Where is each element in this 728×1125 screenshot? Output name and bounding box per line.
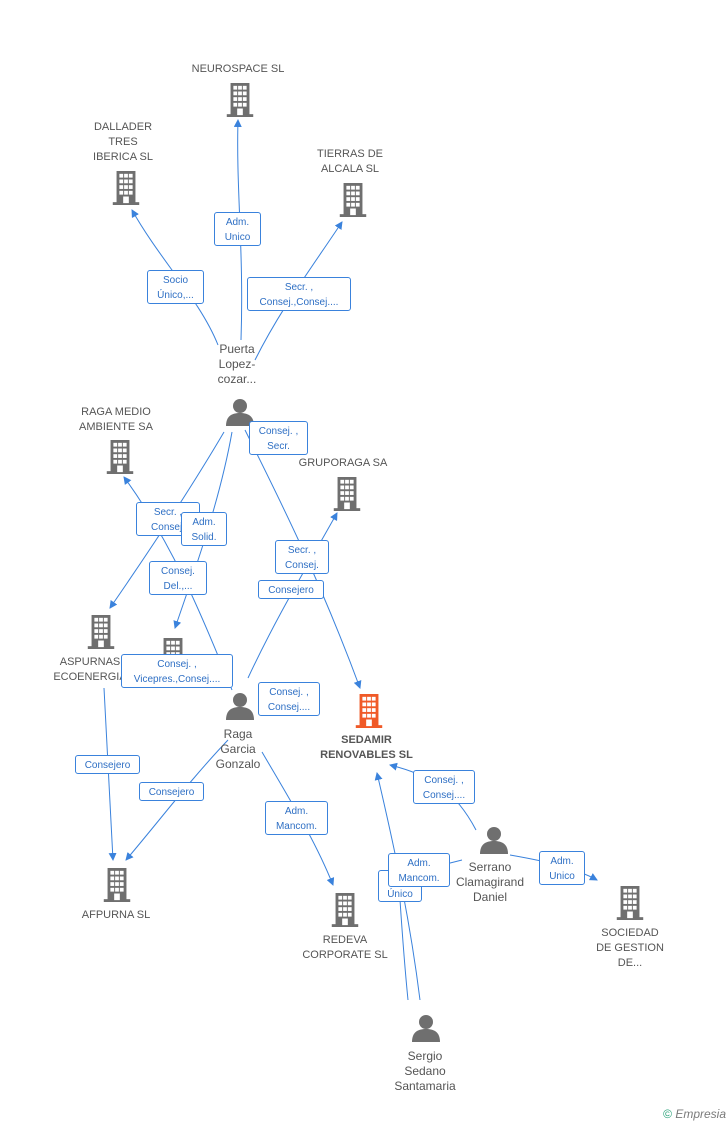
person-icon [412,1015,440,1042]
edge-sergio-unico [399,899,409,1001]
brand-name: Empresia [675,1107,726,1121]
person-serrano[interactable]: Serrano Clamagirand Daniel [455,860,525,904]
edge-label-consej-consej[interactable]: Consej. , Consej.... [413,770,475,804]
node-gruporaga[interactable]: GRUPORAGA SA [298,457,388,469]
edge-label-consejero[interactable]: Consejero [139,782,204,801]
edge-aspurnas-afpurna [103,687,117,861]
node-aspurnas[interactable]: ASPURNAS ECOENERGIA [53,656,127,683]
node-neurospace[interactable]: NEUROSPACE SL [191,63,285,75]
node-tierras[interactable]: TIERRAS DE ALCALA SL [316,148,383,175]
edge-label-consejero[interactable]: Consejero [75,755,140,774]
edge-label-secr-consej[interactable]: Secr. , Consej. [275,540,329,574]
edge-label-adm-unico[interactable]: Adm. Unico [214,212,261,246]
edge-label-adm-mancom[interactable]: Adm. Mancom. [388,853,450,887]
edge-label-consej-vicepres[interactable]: Consej. , Vicepres.,Consej.... [121,654,233,688]
node-sociedad[interactable]: SOCIEDAD DE GESTION DE... [596,927,664,969]
node-dallader[interactable]: DALLADER TRES IBERICA SL [93,121,153,163]
building-icon [339,183,367,217]
building-icon [103,868,131,902]
building-icon [616,886,644,920]
building-icon [112,171,140,205]
node-sedamir[interactable]: SEDAMIR RENOVABLES SL [320,734,413,761]
building-icon [226,83,254,117]
node-raga-medio[interactable]: RAGA MEDIO AMBIENTE SA [79,406,153,433]
person-puerta[interactable]: Puerta Lopez- cozar... [217,342,257,386]
edge-label-socio-unico[interactable]: Socio Único,... [147,270,204,304]
person-icon [480,827,508,854]
edge-label-adm-unico[interactable]: Adm. Unico [539,851,585,885]
building-icon [331,893,359,927]
edge-label-adm-solid[interactable]: Adm. Solid. [181,512,227,546]
person-sergio[interactable]: Sergio Sedano Santamaria [394,1049,456,1093]
building-icon [355,694,383,728]
building-icon [333,477,361,511]
edge-label-adm-mancom[interactable]: Adm. Mancom. [265,801,328,835]
person-raga-garcia[interactable]: Raga Garcia Gonzalo [215,727,261,771]
copyright-icon: © [663,1107,672,1121]
edge-label-consej-secr[interactable]: Consej. , Secr. [249,421,308,455]
edge-label-consej-del[interactable]: Consej. Del.,... [149,561,207,595]
edge-label-secr-consej[interactable]: Secr. , Consej.,Consej.... [247,277,351,311]
edge-label-consej-consej[interactable]: Consej. , Consej.... [258,682,320,716]
building-icon [87,615,115,649]
node-afpurna[interactable]: AFPURNA SL [81,909,151,921]
edge-label-consejero[interactable]: Consejero [258,580,324,599]
building-icon [106,440,134,474]
person-icon [226,693,254,720]
brand-logo: © Empresia [663,1107,726,1121]
node-redeva[interactable]: REDEVA CORPORATE SL [302,934,388,961]
